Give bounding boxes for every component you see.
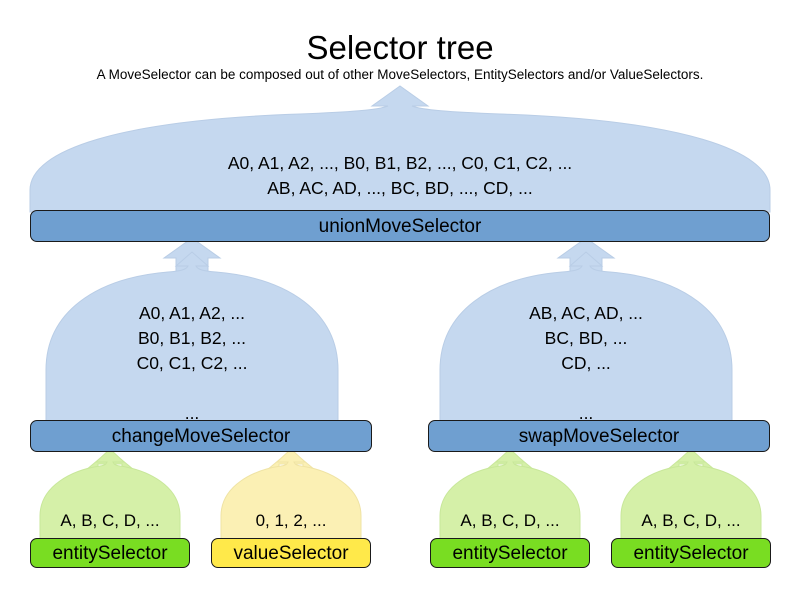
entity-selector-1-items: A, B, C, D, ...	[60, 511, 160, 530]
node-swap-move-selector[interactable]: swapMoveSelector	[428, 420, 770, 452]
entity-selector-2-balloon	[439, 448, 581, 543]
node-union-move-selector[interactable]: unionMoveSelector	[30, 210, 770, 242]
entity-selector-1-balloon	[39, 448, 181, 543]
union-move-selector-items: A0, A1, A2, ..., B0, B1, B2, ..., C0, C1…	[227, 153, 573, 198]
node-change-move-selector[interactable]: changeMoveSelector	[30, 420, 372, 452]
page-subtitle: A MoveSelector can be composed out of ot…	[96, 67, 704, 82]
entity-selector-3-items: A, B, C, D, ...	[641, 511, 741, 530]
entity-selector-3-balloon	[620, 448, 762, 543]
change-move-selector-items: A0, A1, A2, ... B0, B1, B2, ... C0, C1, …	[136, 303, 248, 423]
value-selector-1-balloon	[220, 448, 362, 543]
page-title: Selector tree	[306, 29, 494, 66]
node-entity-selector-1[interactable]: entitySelector	[30, 538, 190, 568]
node-entity-selector-2[interactable]: entitySelector	[430, 538, 590, 568]
entity-selector-2-items: A, B, C, D, ...	[460, 511, 560, 530]
node-value-selector-1[interactable]: valueSelector	[211, 538, 371, 568]
node-entity-selector-3[interactable]: entitySelector	[611, 538, 771, 568]
swap-move-selector-items: AB, AC, AD, ... BC, BD, ... CD, ... ...	[529, 303, 643, 423]
value-selector-1-items: 0, 1, 2, ...	[255, 511, 327, 530]
union-move-selector-balloon	[29, 85, 771, 213]
swap-move-selector-balloon	[439, 251, 733, 425]
change-move-selector-balloon	[45, 251, 339, 425]
